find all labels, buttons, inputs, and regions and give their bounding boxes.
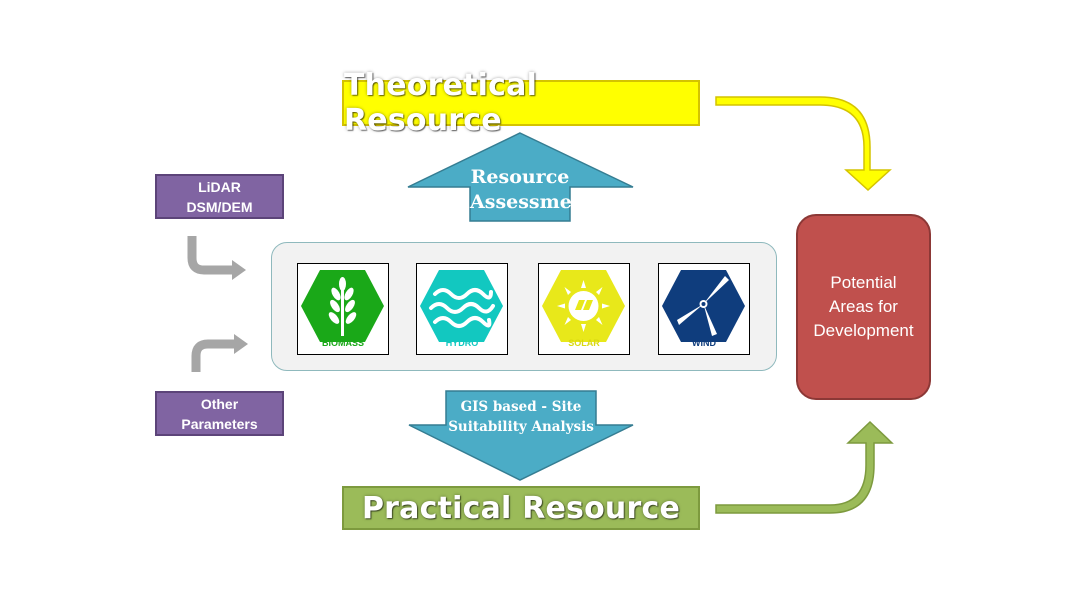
- wind-label: WIND: [692, 338, 716, 348]
- wheat-icon: [301, 270, 384, 342]
- lidar-dsm-dem-box: LiDAR DSM/DEM: [155, 174, 284, 219]
- theoretical-resource-banner: Theoretical Resource: [342, 68, 700, 138]
- solar-label: SOLAR: [568, 338, 600, 348]
- practical-resource-banner: Practical Resource: [342, 486, 700, 530]
- yellow-curved-arrow: [715, 96, 892, 192]
- hydro-tile: HYDRO: [416, 263, 508, 355]
- green-curved-arrow: [715, 420, 894, 514]
- solar-tile: SOLAR: [538, 263, 630, 355]
- resource-assessment-label: Resource Assessment: [470, 166, 595, 213]
- biomass-tile: BIOMASS: [297, 263, 389, 355]
- wind-turbine-icon: [662, 270, 745, 342]
- potential-areas-box: Potential Areas for Development: [796, 214, 931, 400]
- wind-tile: WIND: [658, 263, 750, 355]
- other-parameters-box: Other Parameters: [155, 391, 284, 436]
- site-suitability-label: GIS based - Site Suitability Analysis: [448, 399, 594, 435]
- waves-icon: [420, 270, 503, 342]
- site-suitability-arrow: [408, 390, 634, 481]
- sun-icon: [542, 270, 625, 342]
- hydro-label: HYDRO: [445, 338, 479, 348]
- lidar-input-arrow: [187, 236, 246, 280]
- resource-assessment-arrow: [407, 132, 634, 222]
- biomass-label: BIOMASS: [321, 338, 364, 348]
- parameters-input-arrow: [191, 334, 248, 372]
